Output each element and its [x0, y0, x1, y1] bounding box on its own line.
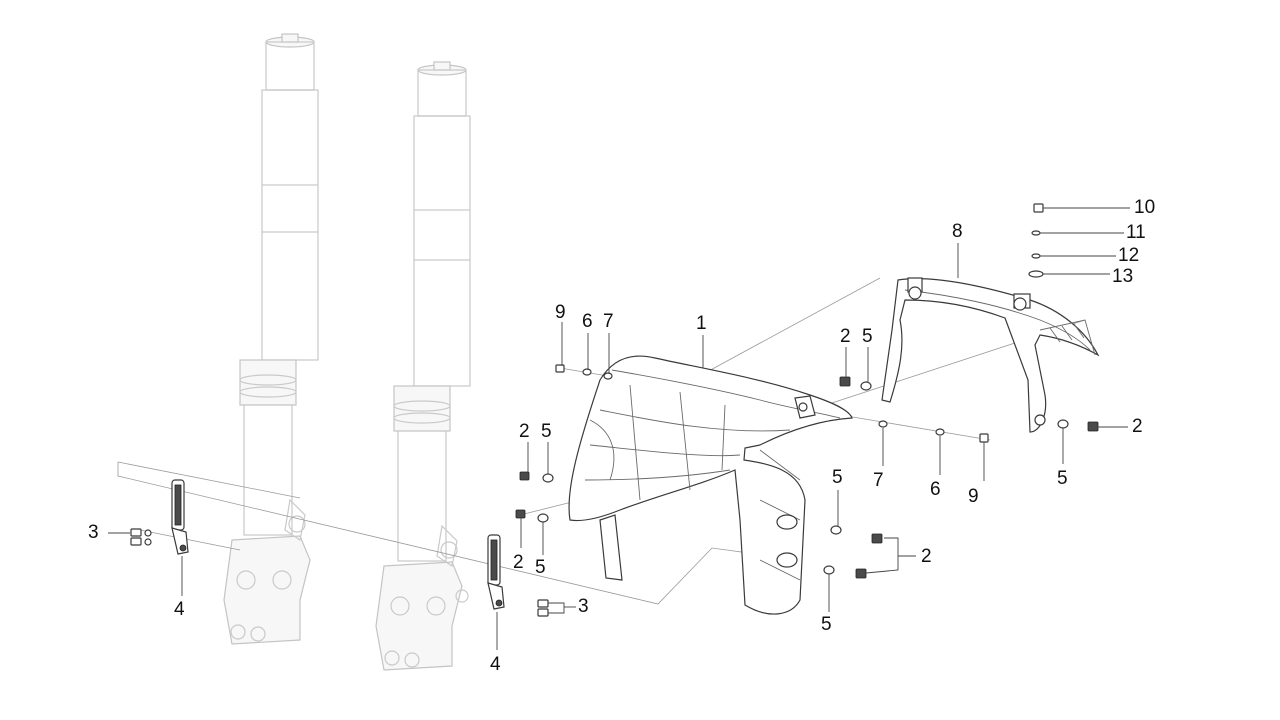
callout-4[interactable]: 4 [490, 654, 501, 675]
callout-6[interactable]: 6 [582, 311, 593, 332]
callout-2[interactable]: 2 [1132, 416, 1143, 437]
left-fork-leg [223, 33, 319, 645]
fasteners [130, 203, 1099, 617]
callout-11[interactable]: 11 [1126, 222, 1146, 243]
callout-2[interactable]: 2 [840, 326, 851, 347]
callout-2[interactable]: 2 [513, 552, 524, 573]
callout-5[interactable]: 5 [535, 557, 546, 578]
callout-3[interactable]: 3 [88, 522, 99, 543]
callout-10[interactable]: 10 [1134, 197, 1156, 218]
callout-9[interactable]: 9 [555, 302, 566, 323]
leader-lines [108, 207, 1130, 650]
callout-3[interactable]: 3 [578, 596, 589, 617]
callout-7[interactable]: 7 [873, 470, 884, 491]
callout-1[interactable]: 1 [696, 313, 707, 334]
brake-hose-clamp-left [171, 479, 189, 555]
brake-hose-clamp-right [487, 534, 505, 610]
callout-12[interactable]: 12 [1118, 245, 1140, 266]
callout-2[interactable]: 2 [519, 421, 530, 442]
callout-5[interactable]: 5 [1057, 468, 1068, 489]
callout-2[interactable]: 2 [921, 546, 932, 567]
callout-7[interactable]: 7 [603, 311, 614, 332]
callout-5[interactable]: 5 [821, 614, 832, 635]
callout-4[interactable]: 4 [174, 599, 185, 620]
callout-5[interactable]: 5 [832, 467, 843, 488]
callout-8[interactable]: 8 [952, 221, 963, 242]
callout-6[interactable]: 6 [930, 479, 941, 500]
callout-13[interactable]: 13 [1112, 266, 1134, 287]
callout-9[interactable]: 9 [968, 486, 979, 507]
mudguard-bracket [881, 277, 1100, 433]
callout-5[interactable]: 5 [862, 326, 873, 347]
callout-5[interactable]: 5 [541, 421, 552, 442]
right-fork-leg [375, 61, 471, 671]
front-mudguard [568, 355, 853, 615]
